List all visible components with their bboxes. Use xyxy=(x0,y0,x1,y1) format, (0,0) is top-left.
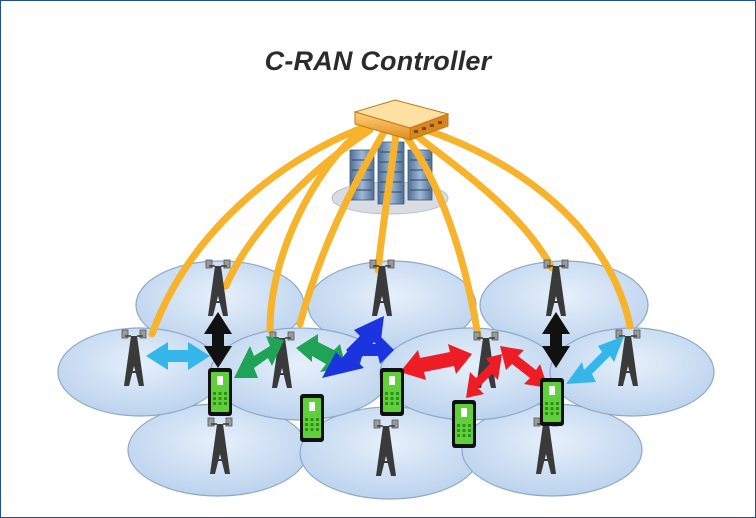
fronthaul-link-6 xyxy=(408,128,556,272)
mobile-phone-icon xyxy=(452,400,476,448)
fronthaul-link-8 xyxy=(266,124,370,334)
diagram-title: C-RAN Controller xyxy=(264,46,492,76)
mobile-phone-icon xyxy=(540,378,564,426)
mobile-phone-icon xyxy=(300,394,324,442)
fronthaul-link-3 xyxy=(296,128,388,328)
controller-switch-icon xyxy=(353,99,450,141)
fronthaul-links xyxy=(148,124,634,340)
mobile-phone-icon xyxy=(380,368,404,416)
wireless-links xyxy=(146,312,624,398)
fronthaul-link-1 xyxy=(148,124,366,338)
arrow-black-left xyxy=(204,312,232,368)
fronthaul-link-7 xyxy=(416,124,634,330)
fronthaul-link-5 xyxy=(400,130,482,340)
arrow-red-center xyxy=(466,354,502,398)
arrow-cyan-left xyxy=(146,342,210,370)
arrow-green-left xyxy=(234,336,284,378)
fronthaul-link-4 xyxy=(374,130,400,274)
arrow-black-right xyxy=(542,312,570,368)
mobile-phone-icon xyxy=(208,368,232,416)
arrow-red-left xyxy=(400,344,472,380)
arrow-red-right xyxy=(500,346,548,388)
arrow-blue-right xyxy=(346,336,394,364)
arrow-cyan-right xyxy=(566,336,624,384)
